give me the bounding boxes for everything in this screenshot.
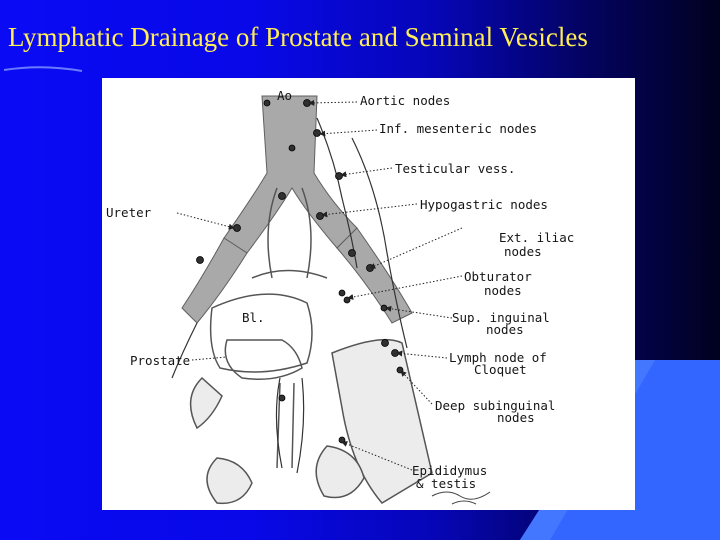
label-deep-subinguinal-line1: Deep subinguinal [435,398,555,413]
aortic-node [263,99,271,107]
prostate-node [278,394,286,402]
label-cloquet-line1: Lymph node of [449,350,547,365]
title-underline-swoosh [3,66,83,72]
hypogastric-node [316,212,324,220]
label-ext-iliac-line2: nodes [504,244,542,259]
ureter-node [233,224,241,232]
testis-right [206,457,253,505]
bladder-outline [209,293,313,373]
label-sup-inguinal-line2: nodes [486,322,524,337]
label-obturator-line1: Obturator [464,269,532,284]
label-prostate: Prostate [130,353,190,368]
aortic-node [303,99,311,107]
label-obturator-line2: nodes [484,283,522,298]
label-testicular-vess: Testicular vess. [395,161,515,176]
aorta-and-iliac-vessels [181,95,413,324]
label-cloquet-line2: Cloquet [474,362,527,377]
label-deep-subinguinal-line2: nodes [497,410,535,425]
label-bl: Bl. [242,310,265,325]
artist-signature [431,491,491,505]
label-aortic-nodes: Aortic nodes [360,93,450,108]
label-epididymus-line2: & testis [416,476,476,491]
cloquet-node [381,339,389,347]
obturator-node [343,296,351,304]
left-femoral-region [331,338,433,504]
testis-left [315,445,365,499]
label-ao: Ao [277,88,292,103]
diagram-labels: Ao Aortic nodes Inf. mesenteric nodes Te… [106,88,574,491]
obturator-node [338,289,346,297]
inf-mesenteric-node [313,129,321,137]
epididymis-node [338,436,346,444]
label-ext-iliac-line1: Ext. iliac [499,230,574,245]
hypogastric-node [278,192,286,200]
diagram-illustration: Ao Aortic nodes Inf. mesenteric nodes Te… [106,88,574,505]
ureter-node [196,256,204,264]
label-hypogastric-nodes: Hypogastric nodes [420,197,548,212]
pelvic-organs [209,187,328,469]
label-epididymus-line1: Epididymus [412,463,487,478]
lymphatic-drainage-diagram: Ao Aortic nodes Inf. mesenteric nodes Te… [102,78,635,510]
bony-outlines [189,338,433,505]
label-inf-mesenteric-nodes: Inf. mesenteric nodes [379,121,537,136]
label-ureter: Ureter [106,205,152,220]
testicular-node [335,172,343,180]
lymphatic-vessels [171,117,408,474]
prostate-outline [224,339,303,380]
deep-subinguinal-node [396,366,404,374]
inf-mesenteric-node [288,144,296,152]
slide-title: Lymphatic Drainage of Prostate and Semin… [8,22,588,52]
lymph-nodes [196,99,404,444]
seminal-vesicles [251,187,328,279]
label-sup-inguinal-line1: Sup. inguinal [452,310,550,325]
right-pubis [189,376,223,430]
ext-iliac-node [366,264,374,272]
ext-iliac-node [348,249,356,257]
leader-lines [176,99,463,471]
